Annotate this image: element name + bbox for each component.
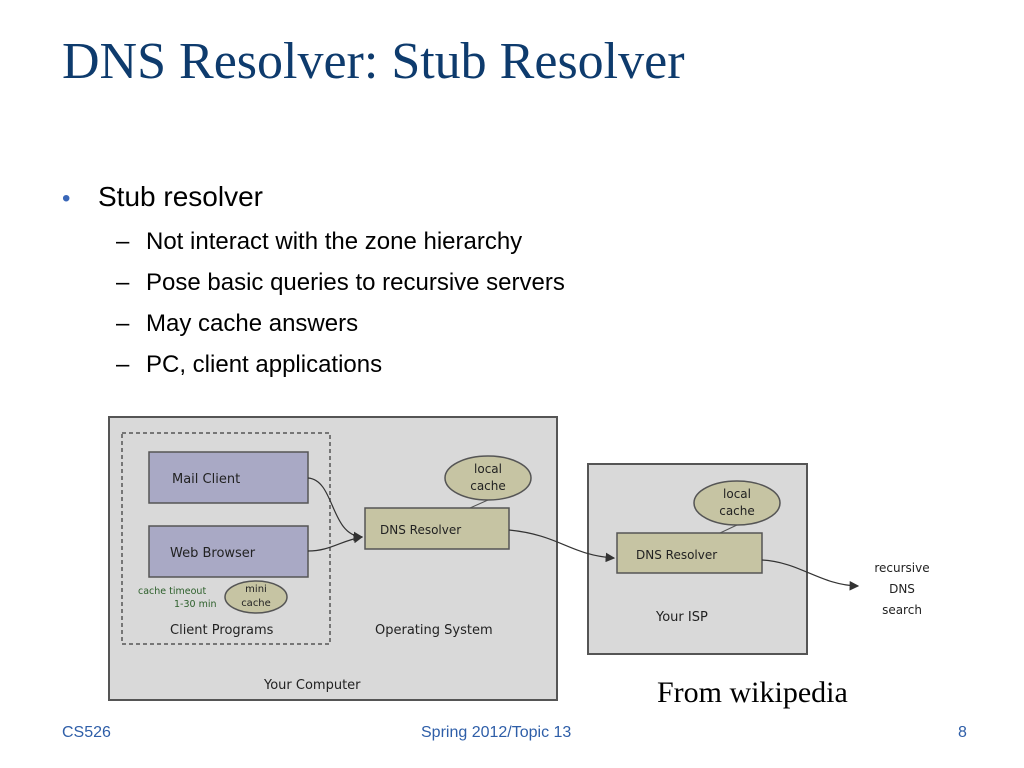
sub-bullet: –Pose basic queries to recursive servers [116,269,565,297]
sub-bullet: –PC, client applications [116,351,382,379]
image-caption: From wikipedia [657,676,848,709]
your-computer-label: Your Computer [263,678,361,693]
browser-to-resolver-arrow [307,533,364,552]
client-programs-label: Client Programs [170,623,274,638]
footer-course: CS526 [62,724,111,741]
web-browser-box [148,525,309,578]
isp-cache-link [719,524,738,534]
sub-bullet-marker: – [116,351,130,378]
your-isp-label: Your ISP [655,610,708,625]
mini-cache-ellipse [224,580,288,614]
sub-bullet-marker: – [116,310,130,337]
isp-to-recursive-arrow [761,559,860,591]
bullet-stub-resolver: • Stub resolver [62,181,263,213]
dns-resolver-box [364,507,510,550]
operating-system-label: Operating System [375,623,493,638]
bullet-text: Stub resolver [98,181,263,212]
recursive-label-3: search [882,603,922,617]
cache-timeout-label: cache timeout [138,586,206,597]
sub-bullet-marker: – [116,269,130,296]
resolver-to-isp-arrow [508,529,616,563]
mini-cache-label-2: cache [241,598,271,609]
sub-bullet-text: Not interact with the zone hierarchy [146,228,523,255]
mail-client-box [148,451,309,504]
sub-bullet-text: Pose basic queries to recursive servers [146,269,565,296]
sub-bullet-marker: – [116,228,130,255]
cache-timeout-range: 1-30 min [174,599,217,610]
mail-client-label: Mail Client [172,472,240,487]
footer-page-number: 8 [958,724,967,741]
local-cache-label-1: local [474,462,502,476]
bullet-marker: • [62,185,71,212]
sub-bullet: –May cache answers [116,310,358,338]
isp-dns-resolver-box [616,532,763,574]
isp-local-cache-label-1: local [723,487,751,501]
local-cache-label-2: cache [470,479,506,493]
dns-resolver-label: DNS Resolver [380,523,461,537]
sub-bullet-text: PC, client applications [146,351,383,378]
isp-dns-resolver-label: DNS Resolver [636,548,717,562]
recursive-label-1: recursive [874,561,929,575]
sub-bullet: –Not interact with the zone hierarchy [116,228,522,256]
sub-bullet-text: May cache answers [146,310,359,337]
slide-title: DNS Resolver: Stub Resolver [62,33,685,90]
cache-link [469,499,489,509]
footer-term: Spring 2012/Topic 13 [421,724,572,741]
web-browser-label: Web Browser [170,546,256,561]
mini-cache-label-1: mini [245,584,267,595]
isp-local-cache-label-2: cache [719,504,755,518]
recursive-label-2: DNS [889,582,915,596]
